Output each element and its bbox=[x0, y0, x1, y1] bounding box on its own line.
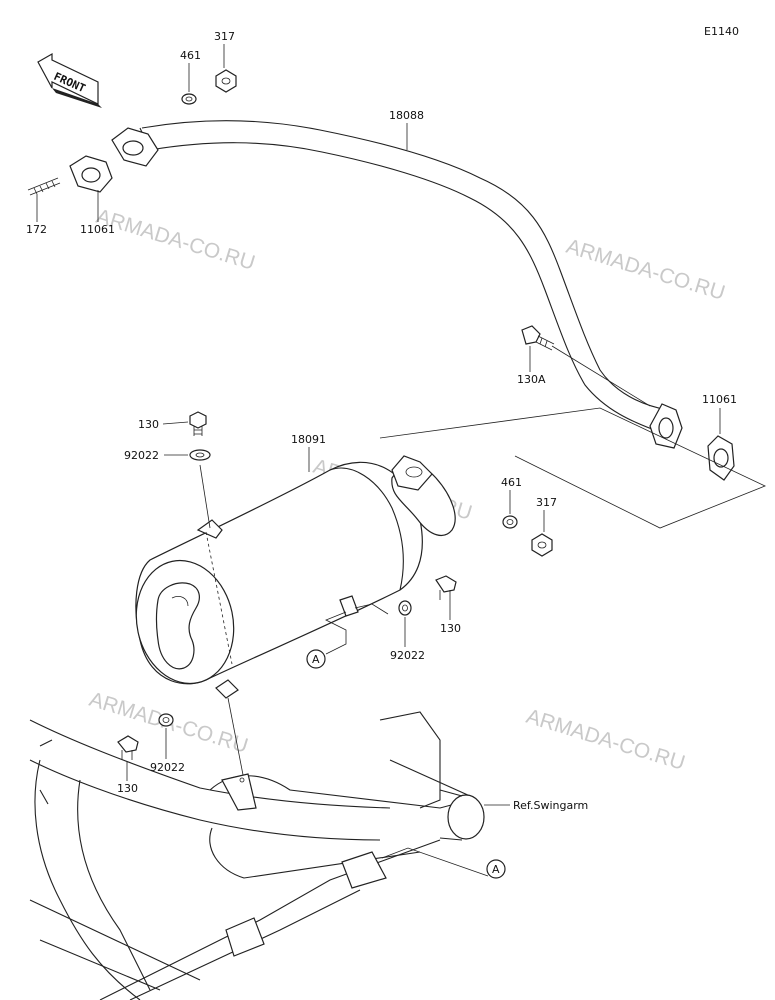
pipe-bolt-icon bbox=[521, 325, 555, 351]
top-bolt-icon bbox=[189, 411, 207, 436]
muffler-inlet-flange bbox=[391, 455, 433, 491]
label-172: 172 bbox=[26, 223, 47, 236]
swingarm-pivot bbox=[447, 794, 485, 840]
callout-a-upper: A bbox=[306, 611, 347, 669]
stud-icon bbox=[27, 177, 61, 196]
label-92022-bottom: 92022 bbox=[150, 761, 185, 774]
exhaust-pipe bbox=[111, 120, 683, 449]
mounting-outline bbox=[379, 407, 767, 529]
front-arrow-icon: FRONT bbox=[37, 52, 102, 108]
right-bolt-icon bbox=[435, 575, 457, 600]
vehicle-frame bbox=[29, 711, 485, 1000]
diagram-code: E1140 bbox=[704, 25, 739, 38]
label-130-top: 130 bbox=[138, 418, 159, 431]
bottom-washer-icon bbox=[158, 713, 174, 727]
label-317-top: 317 bbox=[214, 30, 235, 43]
right-washer-icon bbox=[398, 600, 412, 616]
top-nut-icon bbox=[215, 69, 237, 93]
svg-text:A: A bbox=[492, 863, 500, 876]
muffler bbox=[135, 455, 456, 699]
top-washer-icon bbox=[181, 93, 197, 105]
watermark-1: ARMADA-CO.RU bbox=[94, 205, 258, 275]
svg-text:A: A bbox=[312, 653, 320, 666]
ref-swingarm-text: Ref.Swingarm bbox=[513, 799, 588, 812]
callout-a-lower: A bbox=[381, 847, 506, 879]
label-461-top: 461 bbox=[180, 49, 201, 62]
label-92022-top: 92022 bbox=[124, 449, 159, 462]
label-11061-right: 11061 bbox=[702, 393, 737, 406]
top-muffler-washer-icon bbox=[189, 449, 211, 461]
label-18091: 18091 bbox=[291, 433, 326, 446]
label-317-mid: 317 bbox=[536, 496, 557, 509]
label-461-mid: 461 bbox=[501, 476, 522, 489]
bottom-bolt-icon bbox=[117, 735, 139, 760]
label-130A: 130A bbox=[517, 373, 546, 386]
muffler-tailpipe bbox=[155, 582, 200, 670]
mid-washer-icon bbox=[502, 515, 518, 529]
mid-nut-icon bbox=[531, 533, 553, 557]
part-labels: 317 461 18088 172 11061 130A 11061 130 9… bbox=[26, 30, 737, 795]
label-11061-left: 11061 bbox=[80, 223, 115, 236]
watermark-2: ARMADA-CO.RU bbox=[564, 235, 728, 305]
label-130-bottom: 130 bbox=[117, 782, 138, 795]
label-130-right: 130 bbox=[440, 622, 461, 635]
label-18088: 18088 bbox=[389, 109, 424, 122]
label-92022-right: 92022 bbox=[390, 649, 425, 662]
watermark-5: ARMADA-CO.RU bbox=[524, 705, 688, 775]
